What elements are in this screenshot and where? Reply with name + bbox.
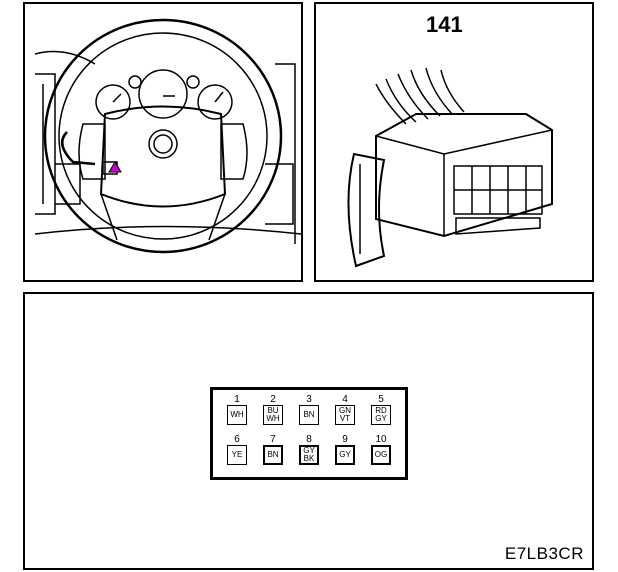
steering-wheel-illustration — [34, 18, 301, 254]
pin-number: 5 — [378, 394, 384, 405]
wire-color-code: VT — [339, 414, 351, 423]
wire-color-code: GY — [375, 414, 387, 423]
pin-number: 3 — [306, 394, 312, 405]
pin-number: 9 — [342, 434, 348, 445]
wire-color-code: BN — [267, 450, 279, 459]
steering-wheel-location-panel — [23, 2, 303, 282]
wire-color-code: RD — [375, 406, 387, 415]
wire-color-code: YE — [231, 450, 243, 459]
connector-illustration-panel: 141 — [314, 2, 594, 282]
pin-number: 1 — [234, 394, 240, 405]
pin-wire-color: WH — [227, 405, 247, 425]
wire-color-code: BN — [303, 410, 315, 419]
diagram-code: E7LB3CR — [504, 544, 584, 563]
wire-color-code: OG — [374, 450, 388, 459]
pin-number: 2 — [270, 394, 276, 405]
pin-number: 10 — [375, 434, 387, 445]
pin-wire-color: YE — [227, 445, 247, 465]
wire-color-code: BU — [267, 406, 279, 415]
pin-number: 8 — [306, 434, 312, 445]
pin-number: 6 — [234, 434, 240, 445]
connector-location-marker — [102, 161, 122, 175]
wire-color-code: BK — [303, 454, 315, 463]
wire-color-code: WH — [230, 410, 244, 419]
connector-number: 141 — [426, 12, 463, 37]
connector-illustration — [347, 67, 553, 268]
pin-wire-color: BN — [263, 445, 283, 465]
pin-number: 4 — [342, 394, 348, 405]
wire-color-code: WH — [266, 414, 280, 423]
wire-color-code: GY — [303, 446, 315, 455]
pin-wire-color: BN — [299, 405, 319, 425]
pin-wire-color: GY — [335, 445, 355, 465]
pin-wire-color: OG — [371, 445, 391, 465]
pin-number: 7 — [270, 434, 276, 445]
wire-color-code: GY — [339, 450, 351, 459]
wire-color-code: GN — [339, 406, 351, 415]
